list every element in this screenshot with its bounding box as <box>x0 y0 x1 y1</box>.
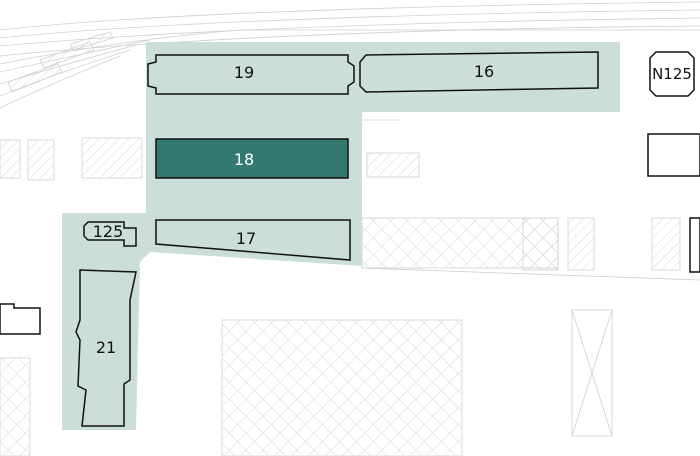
n125-marker[interactable]: N125 <box>649 51 695 97</box>
building-18-selected[interactable]: 18 <box>155 138 349 179</box>
building-16[interactable]: 16 <box>359 51 599 93</box>
context-buildings <box>0 133 700 335</box>
building-19[interactable]: 19 <box>147 54 355 95</box>
context-blocks <box>0 119 700 456</box>
building-label-19: 19 <box>234 63 254 82</box>
railway-lines <box>0 1 700 109</box>
building-label-18: 18 <box>234 150 254 169</box>
building-label-21: 21 <box>96 338 116 357</box>
n125-marker-label: N125 <box>652 65 692 83</box>
building-label-125: 125 <box>93 222 124 241</box>
building-label-16: 16 <box>474 62 494 81</box>
building-17[interactable]: 17 <box>155 219 351 261</box>
building-label-17: 17 <box>236 229 256 248</box>
building-21[interactable]: 21 <box>75 269 137 427</box>
building-125[interactable]: 125 <box>83 221 137 247</box>
